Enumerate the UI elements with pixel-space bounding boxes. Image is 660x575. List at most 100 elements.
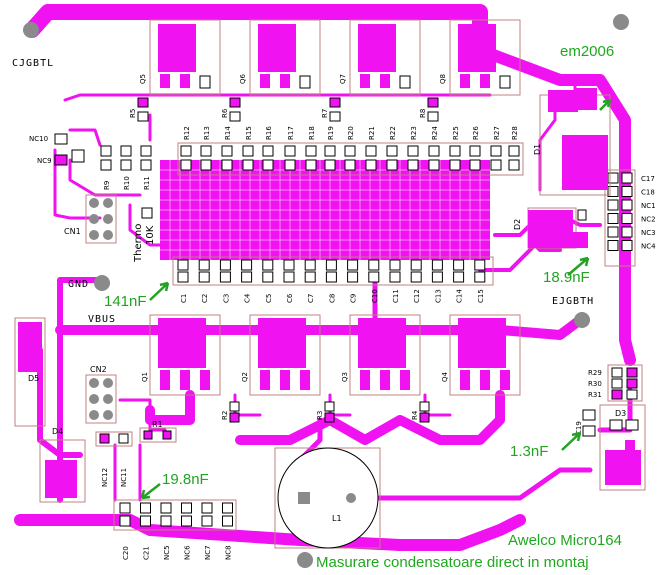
right-connector-pad [607, 213, 619, 224]
bottom-connector-pad [140, 502, 151, 514]
igbt-q8-outline [449, 19, 521, 96]
resistor-r12-pad-top [180, 145, 192, 157]
r31-label: R31 [588, 391, 602, 399]
resistor-r26-pad-top [469, 145, 481, 157]
capacitor-c7-pad [304, 271, 316, 283]
igbt-q2-pin [300, 370, 310, 390]
igbt-q7-pin [380, 74, 390, 88]
bottom-connector-pad [119, 515, 131, 527]
resistor-r14-pad-top [221, 145, 233, 157]
resistor-r24-pad-top [428, 145, 440, 157]
resistor-r15-pad-top [242, 145, 254, 157]
igbt-q2-tab [258, 318, 306, 368]
resistor-r9-pad [100, 145, 112, 157]
resistor-r12-pad-bottom [180, 159, 192, 171]
igbt-q4-label: Q4 [441, 371, 449, 382]
igbt-q3-outline [349, 314, 421, 396]
resistor-r5-pad [137, 111, 149, 122]
resistor-r17-label: R17 [287, 126, 295, 140]
d5-label: D5 [28, 374, 39, 383]
resistor-r26-label: R26 [472, 126, 480, 140]
header-cn2: CN2 [85, 365, 117, 424]
nc11-nc12: NC12 NC11 [95, 431, 133, 487]
nc11-label: NC11 [120, 468, 128, 487]
right-connector-pad [621, 240, 633, 251]
annotation-19-8nf: 19.8nF [162, 471, 209, 488]
l1-label: L1 [332, 514, 342, 523]
capacitor-c3-label: C3 [222, 294, 230, 303]
capacitor-c9-label: C9 [350, 294, 358, 303]
right-connector-outline [604, 169, 636, 267]
igbt-q1-outline [149, 314, 221, 396]
igbt-q7-pad [399, 75, 411, 89]
capacitor-c14-pad [453, 259, 465, 271]
bottom-connector-pad [160, 515, 172, 527]
resistor-r9-label: R9 [103, 181, 111, 190]
net-gnd: GND [68, 279, 89, 290]
resistor-r11-label: R11 [143, 176, 151, 190]
right-connector-pad [621, 226, 633, 238]
cn2-label: CN2 [90, 365, 107, 374]
resistor-r22-pad-top [386, 145, 398, 157]
resistor-r26-pad-bottom [469, 159, 481, 171]
resistor-r20-label: R20 [347, 126, 355, 140]
capacitor-c5-label: C5 [265, 294, 273, 303]
capacitor-c6-pad [283, 259, 295, 271]
resistor-r6-label: R6 [221, 108, 229, 118]
resistor-r8-pad [427, 111, 439, 122]
capacitor-c15-pad [474, 271, 486, 283]
resistor-r14-label: R14 [224, 126, 232, 140]
igbt-q5-outline [149, 19, 221, 96]
right-connector-pad [607, 226, 619, 238]
right-connector-pad [621, 199, 633, 211]
resistor-r12-label: R12 [183, 126, 191, 140]
resistor-r21-pad-bottom [365, 159, 377, 171]
right-connector-label-nc3: NC3 [641, 229, 656, 237]
thermo-value: 10K [145, 225, 156, 245]
bottom-connector-pad [201, 515, 213, 527]
capacitor-row-outline [172, 256, 494, 286]
capacitor-c8-label: C8 [328, 294, 336, 303]
capacitor-c6-label: C6 [286, 293, 294, 303]
right-connector-label-nc2: NC2 [641, 216, 656, 224]
igbt-q8-tab [458, 24, 496, 72]
igbt-q8-pad [499, 75, 511, 89]
net-top-left: CJGBTL [12, 58, 54, 69]
resistor-r13-pad-top [200, 145, 212, 157]
resistor-r4-pad [419, 412, 430, 423]
resistor-r27-pad-top [490, 145, 502, 157]
resistor-r23-pad-bottom [407, 159, 419, 171]
right-connector-pad [607, 186, 619, 197]
thermo-label: Thermo [133, 224, 144, 263]
resistor-r25-label: R25 [452, 126, 460, 140]
annotation-141nf: 141nF [104, 293, 147, 310]
right-connector-pad [607, 199, 619, 211]
diode-d2: D2 [513, 207, 588, 249]
resistor-r27-pad-bottom [490, 159, 502, 171]
resistor-r14-pad-bottom [221, 159, 233, 171]
capacitor-c6-pad [283, 271, 295, 283]
capacitor-c9-pad [347, 271, 359, 283]
igbt-q4-tab [458, 318, 506, 368]
capacitor-c10-pad [368, 271, 380, 283]
resistor-r6-pad [229, 97, 241, 108]
resistor-r23-label: R23 [410, 126, 418, 140]
bottom-connector-pad [222, 515, 233, 527]
capacitor-c11-pad [389, 271, 401, 283]
capacitor-c8-pad [325, 271, 337, 283]
resistor-r8-label: R8 [419, 109, 427, 118]
c19-label: C19 [575, 421, 583, 435]
bottom-connector-pad [181, 502, 192, 514]
r29-r31: R29 R30 R31 [588, 364, 643, 402]
capacitor-c1-pad [177, 259, 189, 271]
capacitor-c14-label: C14 [456, 289, 464, 303]
resistor-r28-pad-top [508, 145, 520, 157]
resistor-r3-pad [324, 412, 335, 423]
diode-d3: D3 [599, 404, 646, 491]
resistor-r17-pad-top [284, 145, 296, 157]
right-connector-pad [621, 186, 633, 197]
annotation-1-3nf: 1.3nF [510, 443, 548, 460]
